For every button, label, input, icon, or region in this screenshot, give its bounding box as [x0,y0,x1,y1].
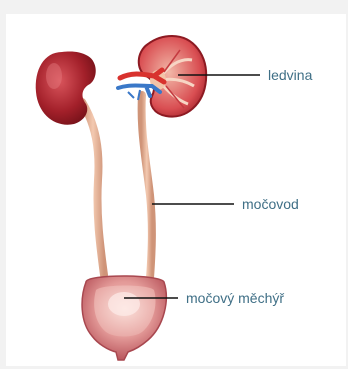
label-kidney: ledvina [268,67,313,83]
right-ureter [142,95,152,278]
bladder [82,276,166,360]
renal-artery [120,70,164,82]
label-bladder: močový měchýř [186,290,284,306]
left-ureter [82,102,104,275]
label-ureter: močovod [242,196,299,212]
